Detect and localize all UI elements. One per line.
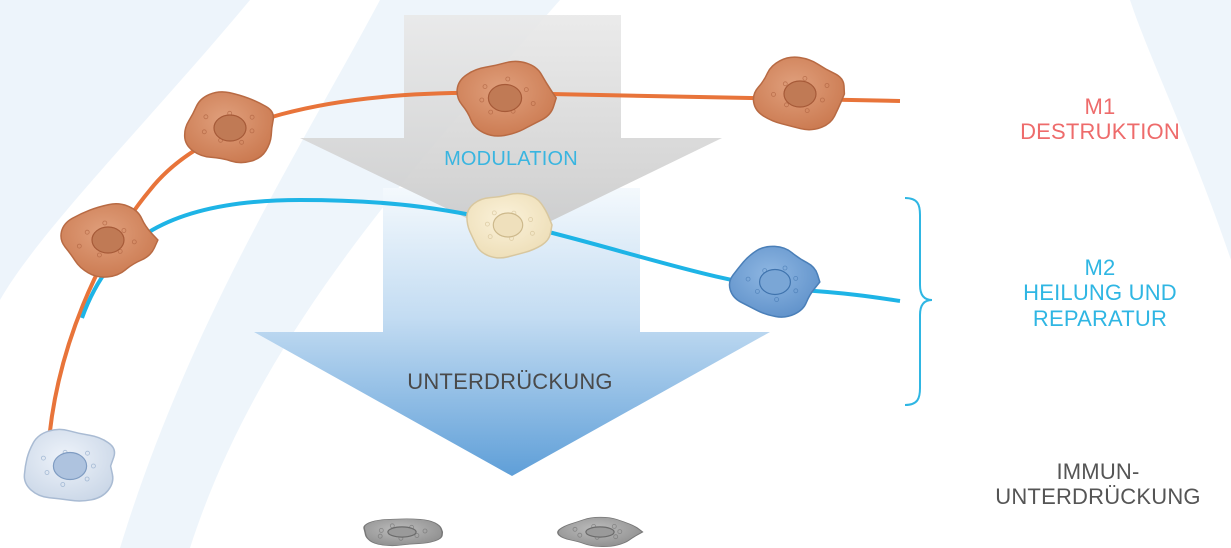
cells-layer xyxy=(23,56,846,547)
modulation-label: MODULATION xyxy=(444,148,578,170)
transitional-cell xyxy=(466,192,553,259)
m2-title: M2 xyxy=(1084,255,1116,280)
m1-label: M1 DESTRUKTION xyxy=(1000,94,1200,145)
unterdrueckung-label: UNTERDRÜCKUNG xyxy=(407,369,613,394)
resting-monocyte-cell xyxy=(23,428,116,502)
m2-cell xyxy=(728,245,821,318)
m2-line2: REPARATUR xyxy=(1032,305,1168,331)
m1-pathway-line xyxy=(46,90,901,453)
unterdrueckung-arrow xyxy=(254,188,770,476)
m1-cell-3 xyxy=(456,60,558,137)
m2-line1: HEILUNG UND xyxy=(1023,280,1177,306)
m2-curly-brace xyxy=(904,197,933,406)
m1-cell-1 xyxy=(60,203,159,278)
immunsuppression-label: IMMUN- UNTERDRÜCKUNG xyxy=(965,459,1231,510)
suppressed-cell-1 xyxy=(363,518,444,547)
immun-line1: IMMUN- xyxy=(1056,459,1140,484)
immun-line2: UNTERDRÜCKUNG xyxy=(995,484,1201,510)
m2-label: M2 HEILUNG UND REPARATUR xyxy=(990,255,1210,331)
m1-cell-2 xyxy=(183,91,275,164)
suppressed-cell-2 xyxy=(557,516,644,547)
m1-subtitle: DESTRUKTION xyxy=(1020,119,1180,145)
m1-cell-4 xyxy=(752,56,846,131)
m1-title: M1 xyxy=(1084,94,1116,119)
